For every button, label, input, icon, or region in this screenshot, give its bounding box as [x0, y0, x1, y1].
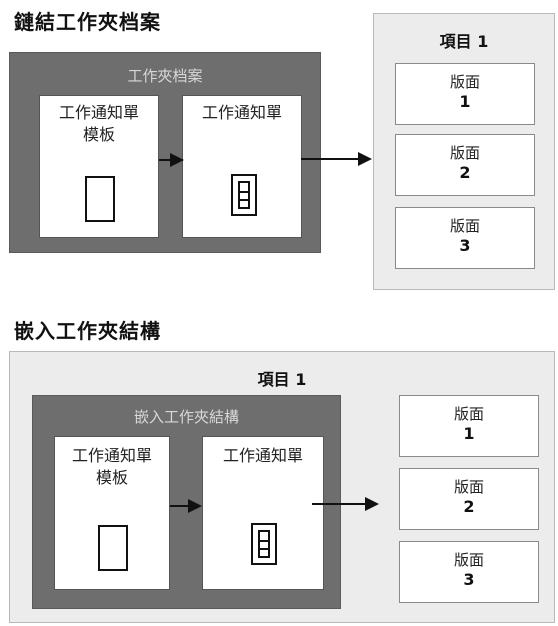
embedded-folder-panel: 嵌入工作夾結構 工作通知單 模板 工作通知單 — [32, 395, 341, 609]
template-box: 工作通知單 模板 — [54, 436, 170, 590]
page-number: 2 — [463, 497, 475, 516]
embedded-folder-label: 嵌入工作夾結構 — [133, 408, 239, 426]
right-arrow-icon — [170, 153, 184, 167]
item-panel-top: 項目 1 版面 1 版面 2 版面 3 — [373, 13, 555, 290]
page-3-top: 版面 3 — [395, 207, 535, 269]
embedded-folder-heading: 嵌入工作夾結構 — [14, 319, 161, 343]
page-label: 版面 — [449, 144, 480, 162]
page-1-top: 版面 1 — [395, 63, 535, 125]
folder-to-pages-arrow-line — [312, 503, 366, 505]
right-arrow-icon — [358, 152, 372, 166]
page-1-bottom: 版面 1 — [399, 395, 539, 457]
page-number: 1 — [463, 424, 475, 443]
right-arrow-icon — [188, 499, 202, 513]
item-label-top: 項目 1 — [439, 32, 489, 51]
work-order-box: 工作通知單 — [202, 436, 324, 590]
page-number: 3 — [459, 236, 471, 255]
page-label: 版面 — [449, 217, 480, 235]
template-box: 工作通知單 模板 — [39, 95, 159, 238]
work-order-box: 工作通知單 — [182, 95, 302, 238]
item-panel-bottom: 項目 1 嵌入工作夾結構 工作通知單 模板 工作通知單 版面 1 版面 2 — [9, 351, 555, 623]
template-to-order-arrow-line — [159, 159, 171, 161]
page-number: 2 — [459, 163, 471, 182]
template-to-order-arrow-line — [170, 505, 188, 507]
linked-folder-heading: 鏈結工作夾档案 — [14, 10, 161, 34]
template-box-label: 工作通知單 模板 — [71, 446, 152, 487]
page-number: 3 — [463, 570, 475, 589]
folder-to-item-arrow-line — [301, 158, 359, 160]
item-label-bottom: 項目 1 — [257, 370, 307, 389]
page-label: 版面 — [449, 73, 480, 91]
page-2-bottom: 版面 2 — [399, 468, 539, 530]
template-box-label: 工作通知單 模板 — [58, 103, 139, 144]
work-order-box-label: 工作通知單 — [222, 446, 303, 465]
folder-file-panel: 工作夾档案 工作通知單 模板 工作通知單 — [9, 52, 321, 253]
form-document-icon — [251, 523, 277, 565]
page-3-bottom: 版面 3 — [399, 541, 539, 603]
right-arrow-icon — [365, 497, 379, 511]
blank-document-icon — [98, 525, 128, 571]
page-label: 版面 — [453, 551, 484, 569]
blank-document-icon — [85, 176, 115, 222]
page-2-top: 版面 2 — [395, 134, 535, 196]
work-order-box-label: 工作通知單 — [201, 103, 282, 122]
folder-file-label: 工作夾档案 — [127, 67, 203, 85]
form-document-icon — [231, 174, 257, 216]
page-label: 版面 — [453, 478, 484, 496]
page-label: 版面 — [453, 405, 484, 423]
page-number: 1 — [459, 92, 471, 111]
